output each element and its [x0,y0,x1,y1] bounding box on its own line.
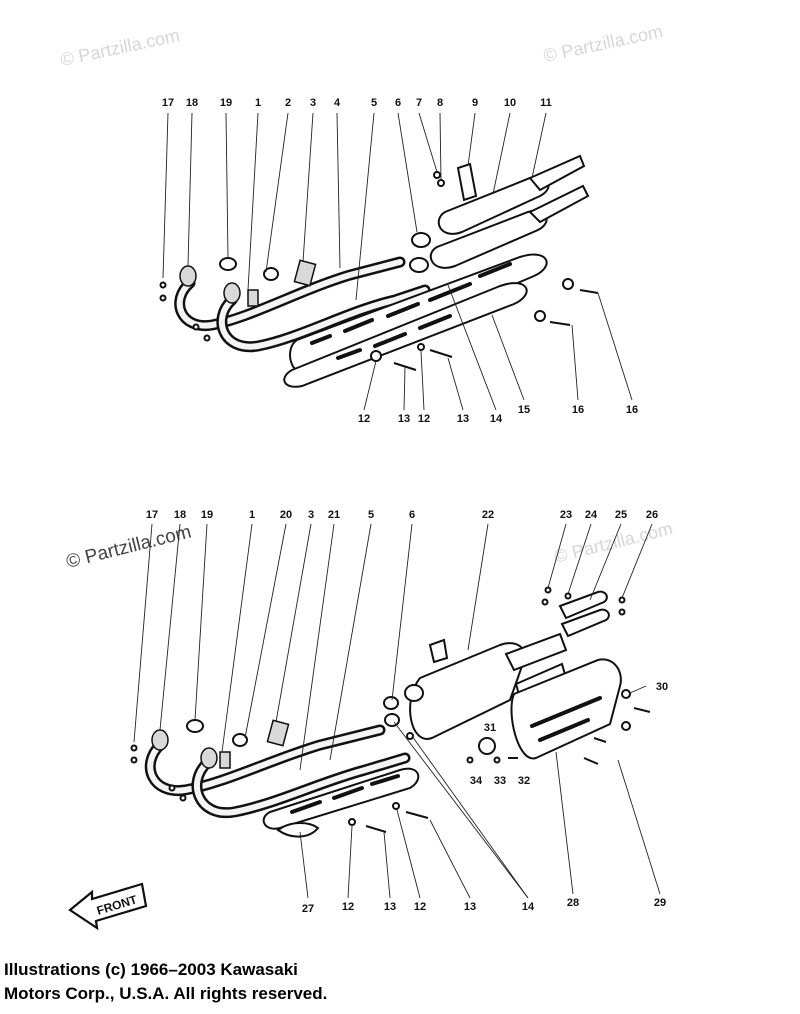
callout-bottom-21: 21 [328,509,340,521]
callout-top-13a: 13 [398,413,410,425]
callout-top-5: 5 [371,97,377,109]
callout-top-3: 3 [310,97,316,109]
front-arrow-icon: FRONT [68,882,148,931]
callout-bottom-12b: 12 [414,901,426,913]
callout-top-16b: 16 [626,404,638,416]
callout-top-15: 15 [518,404,530,416]
callout-bottom-13a: 13 [384,901,396,913]
callout-top-9: 9 [472,97,478,109]
callout-top-13b: 13 [457,413,469,425]
callout-bottom-22: 22 [482,509,494,521]
callout-top-17: 17 [162,97,174,109]
watermark-top-left: © Partzilla.com [59,25,182,70]
callout-top-4: 4 [334,97,341,109]
bottom-exhaust-assembly [130,586,651,838]
callout-top-6: 6 [395,97,401,109]
bottom-callouts: 17 18 19 1 20 3 21 5 6 22 23 24 25 26 30… [146,509,668,915]
callout-bottom-33: 33 [494,775,506,787]
copyright-line-1: Illustrations (c) 1966–2003 Kawasaki [4,960,298,979]
callout-bottom-12a: 12 [342,901,354,913]
watermark-middle-left: © Partzilla.com [64,522,193,573]
callout-top-16a: 16 [572,404,584,416]
callout-bottom-29: 29 [654,897,666,909]
callout-top-19: 19 [220,97,232,109]
callout-bottom-3: 3 [308,509,314,521]
callout-bottom-17: 17 [146,509,158,521]
callout-top-14: 14 [490,413,503,425]
callout-bottom-27: 27 [302,903,314,915]
callout-top-1: 1 [255,97,261,109]
callout-top-2: 2 [285,97,291,109]
callout-bottom-34: 34 [470,775,483,787]
callout-bottom-13b: 13 [464,901,476,913]
callout-bottom-19: 19 [201,509,213,521]
callout-bottom-6: 6 [409,509,415,521]
callout-top-8: 8 [437,97,443,109]
callout-top-10: 10 [504,97,516,109]
copyright-notice: Illustrations (c) 1966–2003 Kawasaki Mot… [4,958,564,1006]
callout-bottom-25: 25 [615,509,627,521]
callout-top-12a: 12 [358,413,370,425]
bottom-leader-lines [133,523,661,899]
callout-bottom-14: 14 [522,901,535,913]
callout-top-7: 7 [416,97,422,109]
callout-bottom-26: 26 [646,509,658,521]
callout-top-11: 11 [540,97,552,109]
top-exhaust-assembly [159,154,599,388]
copyright-line-2: Motors Corp., U.S.A. All rights reserved… [4,984,328,1003]
top-leader-lines [162,112,633,411]
callout-top-12b: 12 [418,413,430,425]
callout-top-18: 18 [186,97,198,109]
callout-bottom-23: 23 [560,509,572,521]
callout-bottom-31: 31 [484,722,496,734]
watermark-top-right: © Partzilla.com [542,21,665,66]
callout-bottom-30: 30 [656,681,668,693]
callout-bottom-20: 20 [280,509,292,521]
callout-bottom-18: 18 [174,509,186,521]
top-callouts: 17 18 19 1 2 3 4 5 6 7 8 9 10 11 12 13 1… [162,97,638,425]
callout-bottom-5: 5 [368,509,374,521]
callout-bottom-24: 24 [585,509,598,521]
callout-bottom-28: 28 [567,897,579,909]
callout-bottom-32: 32 [518,775,530,787]
callout-bottom-1: 1 [249,509,255,521]
